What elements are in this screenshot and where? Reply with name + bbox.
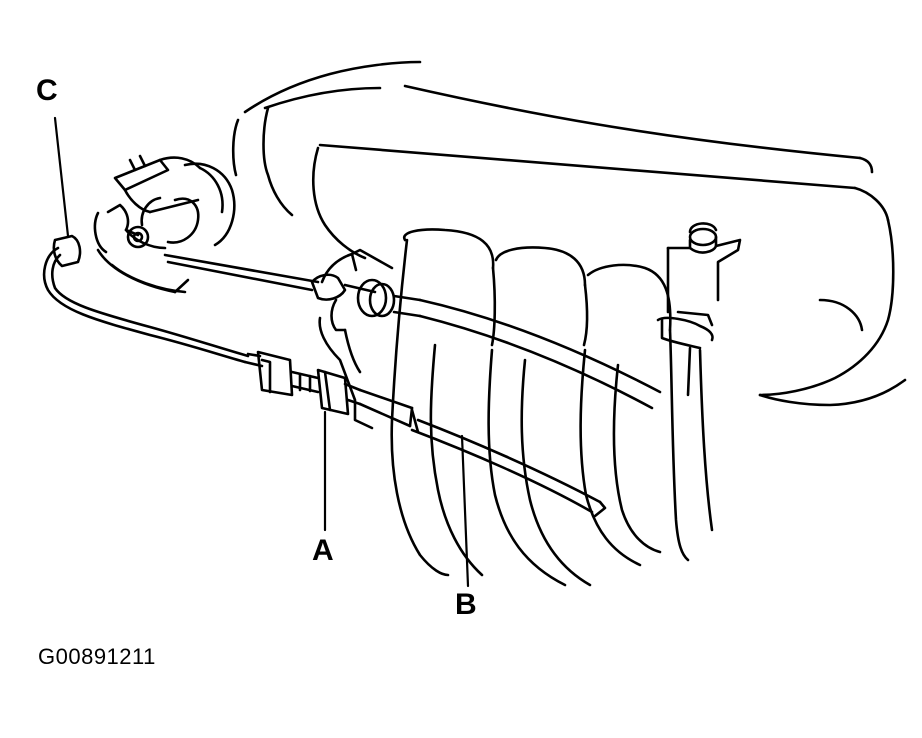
throttle-cable-upper [163, 253, 662, 410]
cable-lower-routing [42, 234, 250, 364]
figure-code: G00891211 [38, 644, 156, 669]
leader-lines [53, 116, 470, 588]
callout-a: A [312, 534, 334, 567]
leader-c [53, 116, 70, 238]
cable-bracket [318, 248, 394, 430]
mounting-bracket-right [656, 222, 742, 397]
intake-manifold-runners [390, 228, 714, 587]
callout-c: C [36, 74, 58, 107]
engine-cover [231, 60, 907, 407]
callout-b: B [455, 588, 477, 621]
leader-b [460, 434, 470, 588]
throttle-body [93, 154, 236, 294]
adjusting-nut-assembly [243, 350, 607, 518]
